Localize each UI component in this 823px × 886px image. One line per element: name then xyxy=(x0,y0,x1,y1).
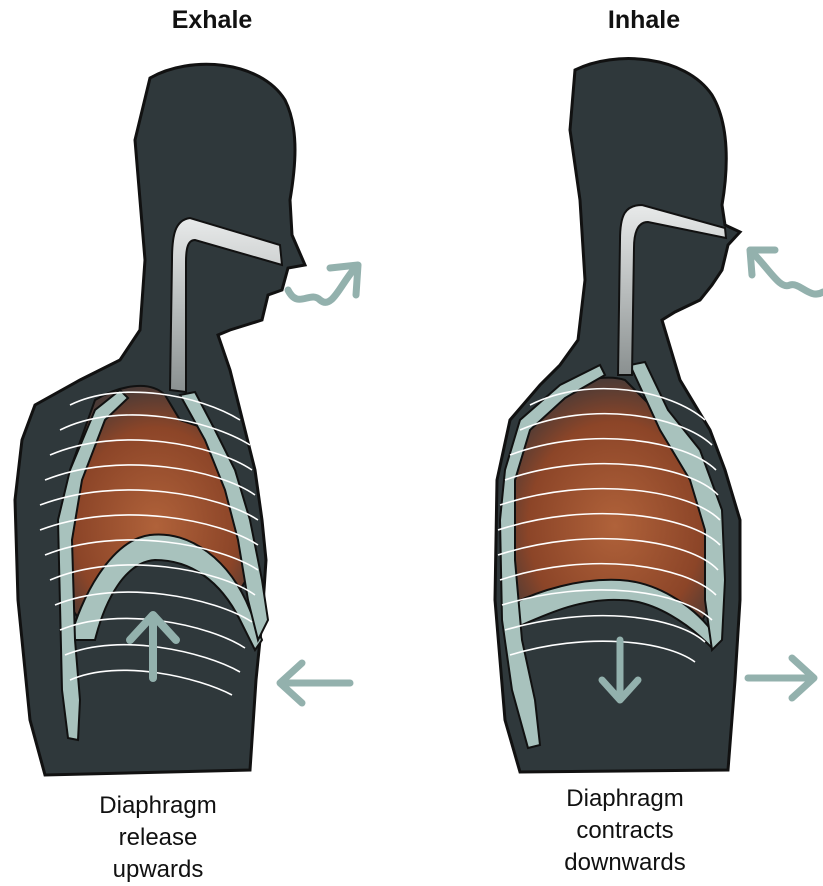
exhale-caption-line-2: release xyxy=(38,822,278,854)
inhale-caption-line-2: contracts xyxy=(505,815,745,847)
inhale-caption-line-1: Diaphragm xyxy=(505,783,745,815)
inhale-caption-line-3: downwards xyxy=(505,847,745,879)
exhale-caption-line-3: upwards xyxy=(38,854,278,886)
inhale-title: Inhale xyxy=(544,6,744,35)
exhale-panel: Exhale Diaphragm release upwards xyxy=(0,0,410,883)
exhale-caption-line-1: Diaphragm xyxy=(38,790,278,822)
inhale-caption: Diaphragm contracts downwards xyxy=(505,783,745,879)
exhale-title: Exhale xyxy=(112,6,312,35)
inhale-panel: Inhale Diaphragm contracts downwards xyxy=(410,0,823,883)
exhale-caption: Diaphragm release upwards xyxy=(38,790,278,886)
